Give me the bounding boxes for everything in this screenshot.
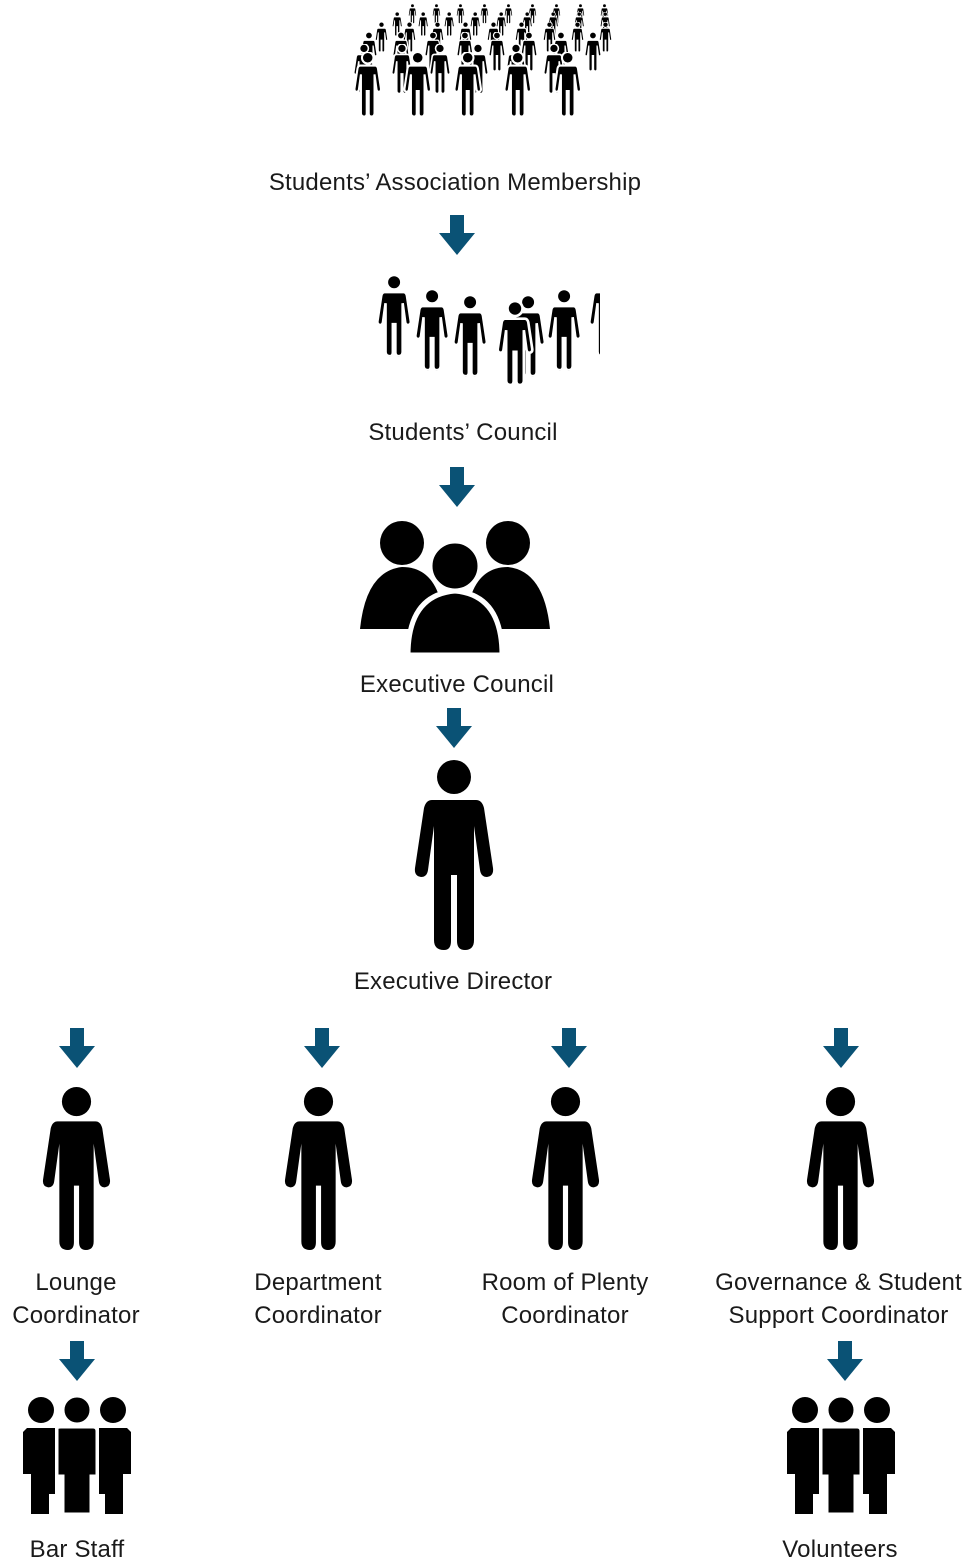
executive-council-label: Executive Council [359,671,555,698]
person-icon [531,1087,600,1250]
arrow-down-icon [436,708,472,748]
department-coordinator-label: Department Coordinator [228,1266,408,1332]
arrow-down-icon [304,1028,340,1068]
arrow-down-icon [439,215,475,255]
arrow-down-icon [551,1028,587,1068]
membership-label: Students’ Association Membership [268,169,642,196]
room-of-plenty-coordinator-line2: Coordinator [501,1302,629,1329]
governance-coordinator-line1: Governance & Student [715,1269,962,1296]
room-of-plenty-coordinator-label: Room of Plenty Coordinator [465,1266,665,1332]
volunteers-label: Volunteers [782,1536,898,1563]
team-three-people-icon [785,1396,897,1516]
bar-staff-label: Bar Staff [29,1536,125,1563]
room-of-plenty-coordinator-line1: Room of Plenty [481,1269,649,1296]
team-three-people-icon [21,1396,133,1516]
arrow-down-icon [823,1028,859,1068]
person-icon [414,760,494,950]
person-icon [806,1087,875,1250]
arrow-down-icon [59,1028,95,1068]
person-icon [42,1087,111,1250]
three-people-icon [358,515,552,655]
lounge-coordinator-line2: Coordinator [12,1302,140,1329]
department-coordinator-line2: Coordinator [254,1302,382,1329]
students-council-label: Students’ Council [368,419,558,446]
arrow-down-icon [59,1341,95,1381]
person-icon [284,1087,353,1250]
governance-coordinator-line2: Support Coordinator [728,1302,949,1329]
arrow-down-icon [439,467,475,507]
arrow-down-icon [827,1341,863,1381]
governance-coordinator-label: Governance & Student Support Coordinator [706,1266,971,1332]
group-seven-people-icon [310,275,600,415]
executive-director-label: Executive Director [353,968,553,995]
lounge-coordinator-line1: Lounge [35,1269,117,1296]
department-coordinator-line1: Department [254,1269,382,1296]
crowd-icon [300,4,615,154]
lounge-coordinator-label: Lounge Coordinator [0,1266,152,1332]
